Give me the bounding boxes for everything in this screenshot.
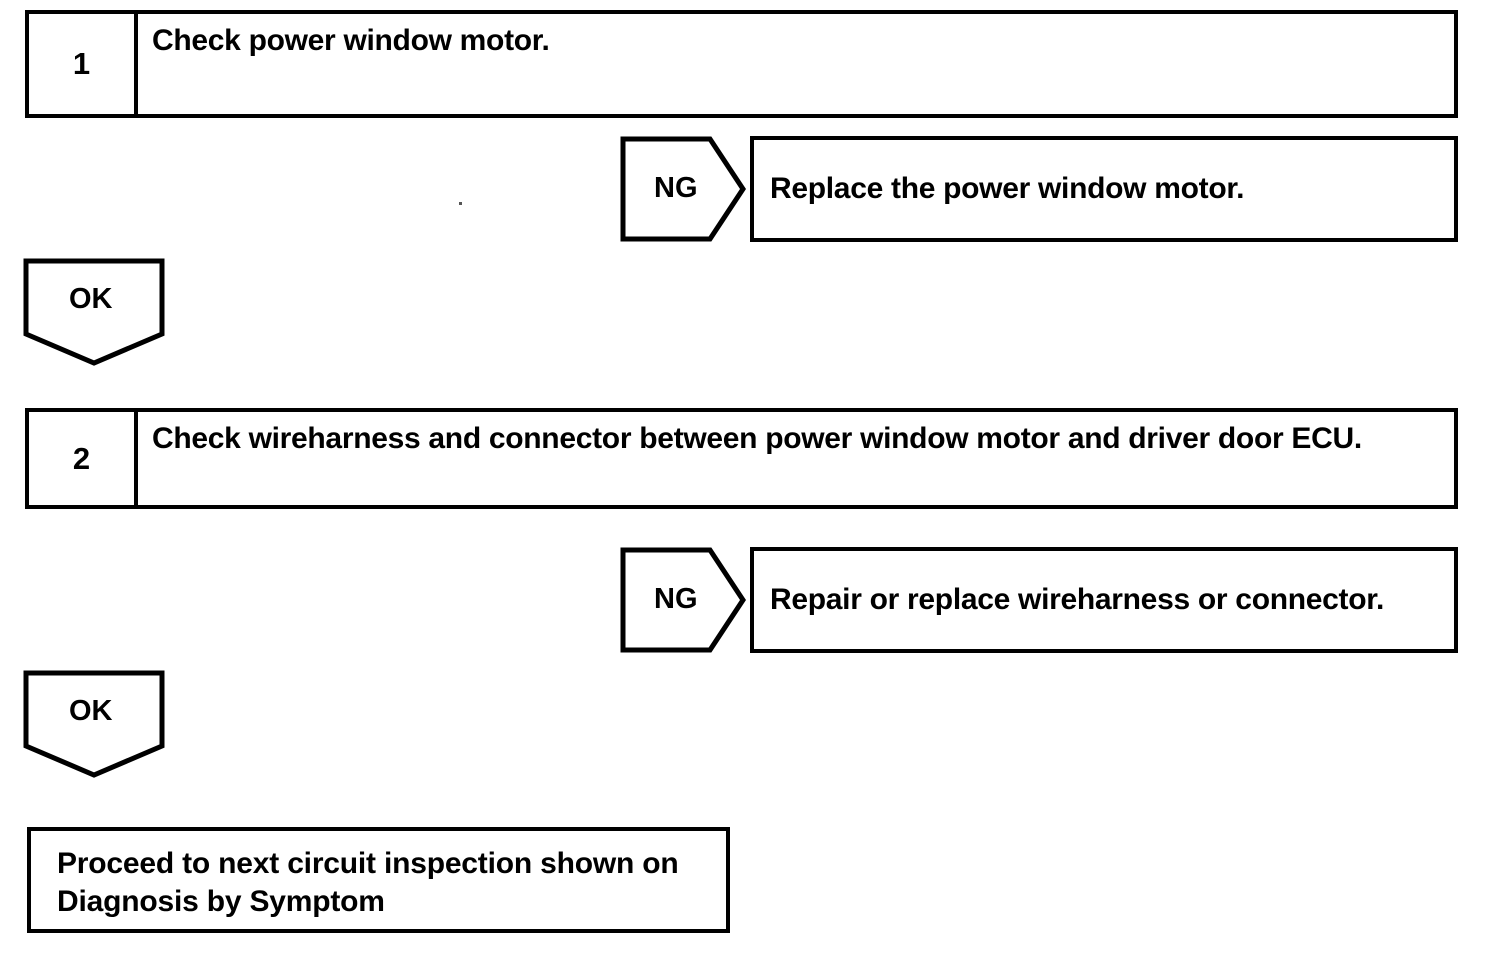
ng-result-box-1: Replace the power window motor. (750, 136, 1458, 242)
step-text-1: Check power window motor. (152, 24, 550, 57)
ok-arrow-1: OK (23, 258, 165, 366)
step-box-1: 1 Check power window motor. (25, 10, 1458, 118)
step-number-2: 2 (29, 412, 138, 505)
step-text-2: Check wireharness and connector between … (152, 422, 1362, 455)
terminal-box: Proceed to next circuit inspection shown… (27, 827, 730, 933)
terminal-line-2: Diagnosis by Symptom (57, 885, 385, 919)
ng-result-text-2: Repair or replace wireharness or connect… (770, 582, 1385, 616)
ng-result-text-1: Replace the power window motor. (770, 171, 1245, 205)
scan-speck (459, 202, 462, 205)
terminal-line-1: Proceed to next circuit inspection shown… (57, 847, 679, 880)
step-box-2: 2 Check wireharness and connector betwee… (25, 408, 1458, 509)
ng-arrow-1: NG (620, 136, 746, 242)
ok-arrow-2: OK (23, 670, 165, 778)
ng-result-box-2: Repair or replace wireharness or connect… (750, 547, 1458, 653)
step-number-1: 1 (29, 14, 138, 114)
ng-arrow-2: NG (620, 547, 746, 653)
